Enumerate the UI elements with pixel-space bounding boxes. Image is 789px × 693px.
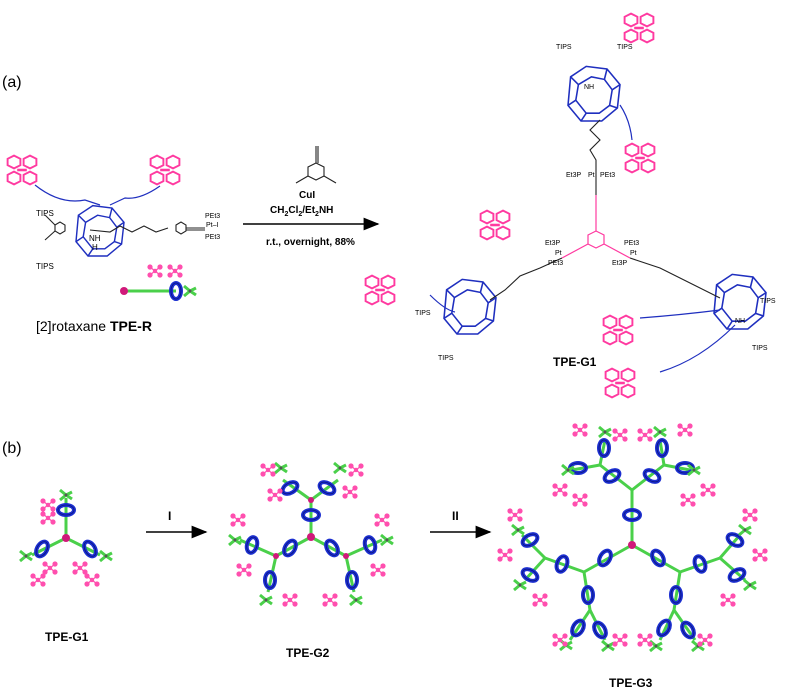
g1-cartoon xyxy=(18,488,114,588)
panel-label-b: (b) xyxy=(2,440,22,457)
pt-label-2: Pt xyxy=(555,250,562,257)
tips-label-g1-4: TIPS xyxy=(438,355,454,362)
et3p-label-2: Et3P xyxy=(545,240,561,247)
ptI-label: Pt–I xyxy=(206,222,219,229)
h-label-r: H xyxy=(92,243,98,252)
pt-label-3: Pt xyxy=(630,250,637,257)
et3p-label-1: Et3P xyxy=(566,172,582,179)
tips-label-g1-2: TIPS xyxy=(617,44,633,51)
pet3-label-g1-3: PEt3 xyxy=(624,240,640,247)
pt-label-1: Pt xyxy=(588,172,595,179)
tri-ethynyl-benzene xyxy=(295,146,337,184)
reagent-solvent: CH2Cl2/Et2NH xyxy=(270,205,334,218)
tpe-g3-caption: TPE-G3 xyxy=(609,676,653,690)
pet3-label-a: PEt3 xyxy=(205,213,221,220)
nh-label-g1-2: NH xyxy=(735,318,746,325)
tips-label-1: TIPS xyxy=(36,209,54,218)
g2-cartoon xyxy=(227,461,395,608)
tpe-g2-caption: TPE-G2 xyxy=(286,646,330,660)
tips-label-g1-3: TIPS xyxy=(415,310,431,317)
pet3-label-b: PEt3 xyxy=(205,234,221,241)
step-1-label: I xyxy=(168,509,172,523)
tpe-g1-caption-b: TPE-G1 xyxy=(45,630,89,644)
tpe-g1-structure xyxy=(364,12,767,399)
pet3-label-g1-1: PEt3 xyxy=(600,172,616,179)
tips-label-g1-1: TIPS xyxy=(556,44,572,51)
step-2-label: II xyxy=(452,509,459,523)
reagent-conditions: r.t., overnight, 88% xyxy=(266,237,355,248)
panel-label-a: (a) xyxy=(2,74,22,91)
tips-label-g1-6: TIPS xyxy=(752,345,768,352)
tips-label-g1-5: TIPS xyxy=(760,298,776,305)
tips-label-2: TIPS xyxy=(36,262,54,271)
nh-label-g1: NH xyxy=(584,84,595,91)
tpe-r-cartoon xyxy=(120,263,198,301)
pet3-label-g1-2: PEt3 xyxy=(548,260,564,267)
et3p-label-3: Et3P xyxy=(612,260,628,267)
nh-label-r: NH xyxy=(89,234,101,243)
g3-cartoon xyxy=(496,422,769,653)
tpe-g1-caption-a: TPE-G1 xyxy=(553,355,597,369)
tpe-r-structure xyxy=(6,154,205,257)
tpe-r-caption: [2]rotaxane TPE-R xyxy=(36,318,152,334)
reagent-cui: CuI xyxy=(299,190,316,201)
